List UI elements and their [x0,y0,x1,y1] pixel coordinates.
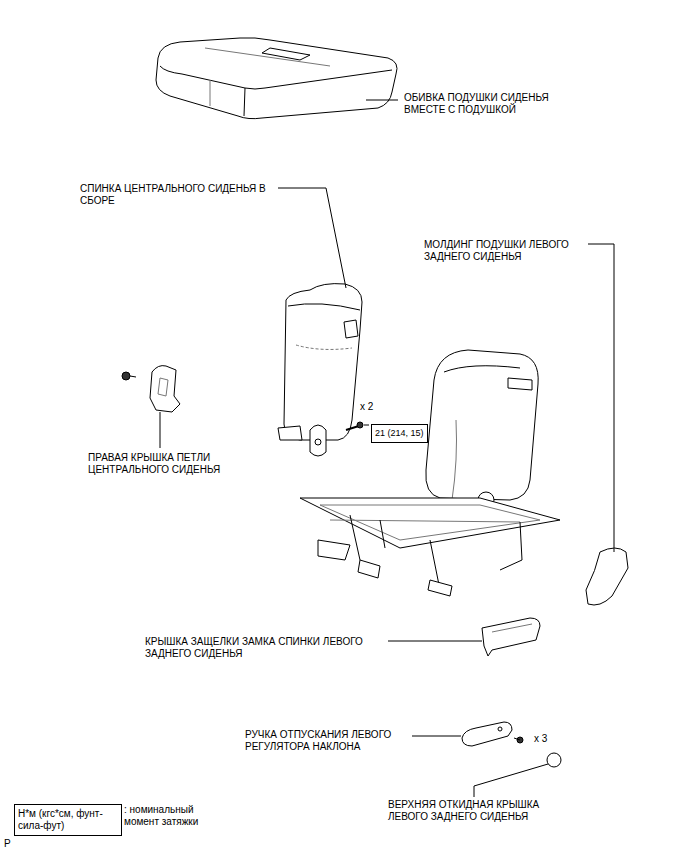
release-handle [462,722,523,746]
callout-number: x 3 [534,733,564,745]
part-label: МОЛДИНГ ПОДУШКИ ЛЕВОГО ЗАДНЕГО СИДЕНЬЯ [424,239,592,263]
callout-number: P [4,838,18,850]
seat-frame [300,350,560,596]
box-text: Н*м (кгс*см, фунт-сила-фут) [18,808,118,832]
part-label: ПРАВАЯ КРЫШКА ПЕТЛИ ЦЕНТРАЛЬНОГО СИДЕНЬЯ [88,452,248,476]
torque-box: 21 (214, 15) [371,424,428,443]
hinge-cover [122,366,180,412]
center-seatback [278,284,362,456]
part-label: ОБИВКА ПОДУШКИ СИДЕНЬЯ ВМЕСТЕ С ПОДУШКОЙ [404,92,576,116]
box-text: 21 (214, 15) [375,428,424,439]
part-label: СПИНКА ЦЕНТРАЛЬНОГО СИДЕНЬЯ В СБОРЕ [80,183,285,207]
latch-cover [482,618,540,656]
seat-cushion [156,38,397,119]
cushion-molding [586,548,628,605]
part-label: ВЕРХНЯЯ ОТКИДНАЯ КРЫШКА ЛЕВОГО ЗАДНЕГО С… [388,799,566,823]
unit-box: Н*м (кгс*см, фунт-сила-фут) [14,804,122,836]
upper-cap [547,753,561,767]
part-label: : номинальный момент затяжки [124,804,214,828]
leader-lines [160,100,614,797]
part-label: РУЧКА ОТПУСКАНИЯ ЛЕВОГО РЕГУЛЯТОРА НАКЛО… [245,729,423,753]
part-label: КРЫШКА ЗАЩЕЛКИ ЗАМКА СПИНКИ ЛЕВОГО ЗАДНЕ… [145,636,397,660]
bolt [346,422,363,430]
callout-number: x 2 [360,401,390,413]
